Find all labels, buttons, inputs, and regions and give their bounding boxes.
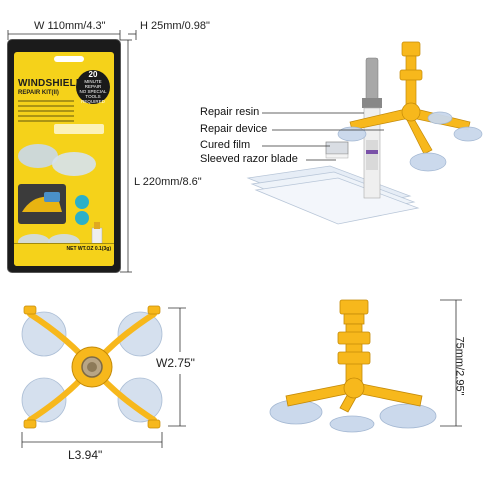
top-view-dimension-lines [21, 307, 186, 448]
product-package: WINDSHIELD REPAIR KIT(II) 20 MINUTE REPA… [8, 40, 120, 272]
package-brand: WINDSHIELD [18, 78, 84, 89]
tool-height-label: 75mm/2.95" [453, 336, 466, 396]
cured-film-sheets [246, 165, 420, 225]
package-height-label: H 25mm/0.98" [140, 20, 210, 32]
package-length-label: L 220mm/8.6" [134, 176, 202, 188]
side-view-suction-cups [269, 399, 437, 433]
suction-cups [337, 111, 483, 172]
callout-lines [262, 112, 384, 161]
side-view-device [285, 299, 423, 413]
side-view-dimension-lines [440, 299, 462, 427]
package-subtitle: REPAIR KIT(II) [18, 90, 59, 96]
tool-length-label: L3.94" [68, 448, 103, 462]
callout-repair-resin: Repair resin [200, 106, 260, 118]
package-width-label: W 110mm/4.3" [34, 20, 106, 32]
repair-resin-syringe [362, 57, 382, 199]
package-badge: 20 MINUTE REPAIR NO SPECIAL TOOLS REQUIR… [76, 70, 110, 104]
callout-cured-film: Cured film [200, 139, 251, 151]
badge-number: 20 [88, 70, 98, 79]
badge-text-1: MINUTE REPAIR [84, 79, 102, 89]
package-bullets [18, 100, 74, 125]
callout-repair-device: Repair device [200, 123, 268, 135]
hang-hole [54, 56, 84, 62]
badge-text-2: NO SPECIAL TOOLS [79, 89, 107, 99]
package-footer: NET WT.OZ 0.1(3g) [14, 243, 114, 266]
razor-blade [325, 141, 349, 159]
top-view-suction-cups [21, 311, 163, 423]
package-net-weight: NET WT.OZ 0.1(3g) [66, 246, 111, 252]
badge-text-3: REQUIRED [81, 99, 105, 104]
tool-width-label: W2.75" [156, 356, 195, 370]
package-front: WINDSHIELD REPAIR KIT(II) 20 MINUTE REPA… [14, 52, 114, 266]
callout-razor-blade: Sleeved razor blade [200, 153, 298, 165]
repair-device [349, 41, 471, 155]
